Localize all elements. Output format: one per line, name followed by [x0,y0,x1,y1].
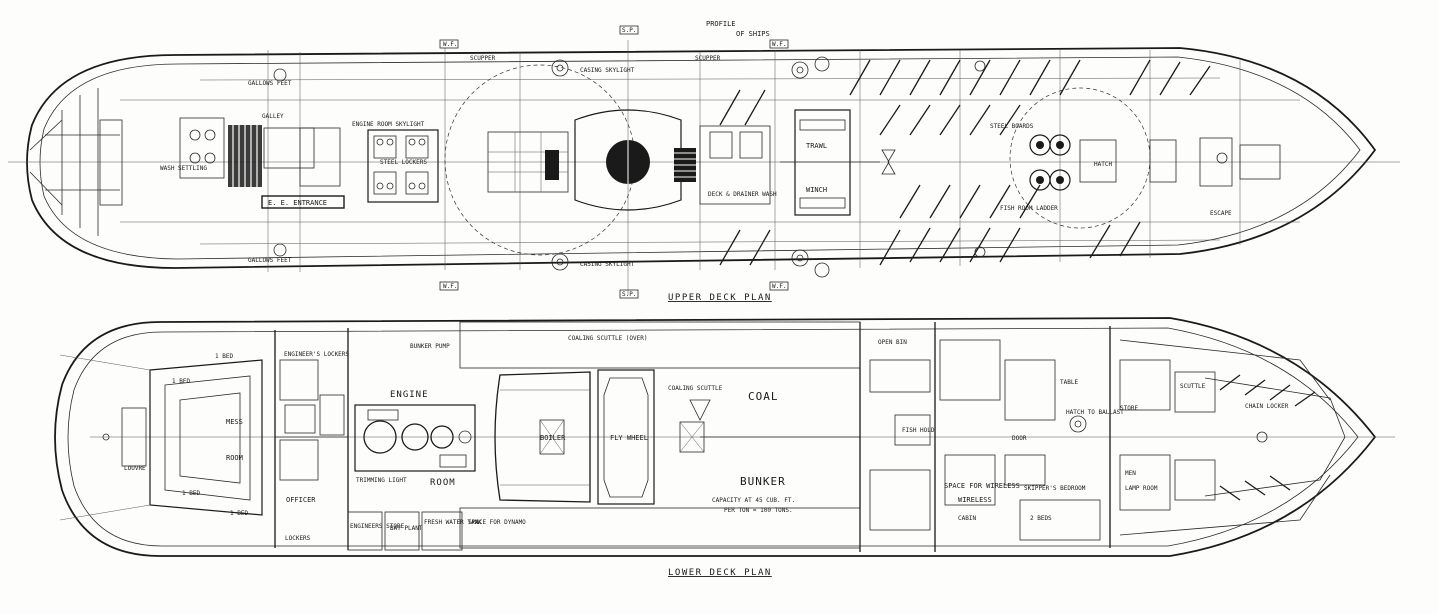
upper-stern-framing [29,88,123,236]
skippers-bedroom-label: SKIPPER'S BEDROOM [1024,485,1086,492]
bay-plant-label: BAY PLANT [390,525,423,532]
space-dynamo-label: SPACE FOR DYNAMO [468,519,526,526]
steel-lockers-label: STEEL LOCKERS [380,159,427,166]
galley-label: GALLEY [262,113,284,120]
coal-label: COAL [748,390,779,403]
bunker-label: BUNKER [740,475,786,488]
lamp-room-label: LAMP ROOM [1125,485,1158,492]
upper-bulwark [39,56,1361,260]
gallows-label: GALLOWS FEET [248,80,292,87]
stern-post [102,433,110,441]
mess-label: MESS [226,418,243,426]
men-label: MEN [1125,470,1136,477]
forward-compartments [869,339,1346,541]
upper-longitudinals [120,77,1300,245]
wf-marker-4: W.F. [772,283,786,290]
gallows-label-2: GALLOWS FEET [248,257,292,264]
berth-label-3: 1 BED [182,490,200,497]
wash-settling-label: WASH SETTLING [160,165,207,172]
door-label: DOOR [1012,435,1027,442]
wf-marker-3: W.F. [443,283,457,290]
steel-boards-label: STEEL BOARDS [990,123,1034,130]
bed-label: 2 BEDS [1030,515,1052,522]
berth-label-2: 1 BED [215,353,233,360]
space-for-wireless-label: SPACE FOR WIRELESS [944,482,1020,490]
capacity-label-a: CAPACITY AT 45 CUB. FT. [712,497,795,504]
cabin-label: CABIN [958,515,976,522]
engine-room-label: ROOM [430,478,456,488]
wireless-label: WIRELESS [958,496,992,504]
lockers-label: LOCKERS [285,535,311,542]
escape-label: ESCAPE [1210,210,1232,217]
scupper-label: SCUPPER [470,55,496,62]
galley-area [179,117,341,187]
profile-label: PROFILE [706,20,736,28]
upper-markers: W.F. S.P. W.F. W.F. S.P. W.F. [439,25,789,299]
casing-skylight-label-2: CASING SKYLIGHT [580,261,635,268]
header: PROFILE OF SHIPS [706,20,770,38]
fish-hold-label: FISH HOLD [902,427,935,434]
hatch-label: HATCH [1094,161,1112,168]
windlass [1029,134,1281,191]
sp-marker-1: S.P. [622,27,636,34]
casing-skylight-label: CASING SKYLIGHT [580,67,635,74]
lower-inner-skin [67,327,1359,547]
table-label: TABLE [1060,379,1078,386]
ee-entrance-box [261,195,345,209]
sp-marker-2: S.P. [622,291,636,298]
deck-drains-label: DECK & DRAINER WASH [708,191,777,198]
berth-label-1: 1 BED [172,378,190,385]
lower-hull-outline [54,317,1377,557]
engine [354,404,476,472]
ee-entrance-label: E. E. ENTRANCE [268,199,327,207]
officer-cabins [275,359,348,481]
funnel-casing [487,109,696,211]
after-mess [59,354,263,521]
engineers-lockers-label: ENGINEER'S LOCKERS [284,351,349,358]
lower-deck-plan: 1 BED 1 BED 1 BED 1 BED LOUVRE MESS ROOM… [54,317,1395,578]
flywheel-label: FLY WHEEL [610,434,648,442]
boiler [494,369,705,505]
coaling-scuttle-label: COALING SCUTTLE (OVER) [568,335,647,342]
forward-store-hatching [1219,374,1316,501]
scuttle-label: SCUTTLE [1180,383,1206,390]
wf-marker-1: W.F. [443,41,457,48]
scupper-label-2: SCUPPER [695,55,721,62]
deck-hatching [719,59,1211,266]
chain-locker-label: CHAIN LOCKER [1245,403,1289,410]
winch-label: WINCH [806,186,827,194]
fresh-water-label: FRESH WATER TANK [424,519,482,526]
officer-label: OFFICER [286,496,316,504]
capacity-label-b: PER TON = 100 TONS. [724,507,793,514]
engine-room-skylight [367,129,439,203]
engine-label: ENGINE [390,390,429,400]
fish-room-ladder-label: FISH ROOM LADDER [1000,205,1058,212]
coal-bunker [459,321,861,549]
bunker-pump-label: BUNKER PUMP [410,343,450,350]
engineers-store [347,511,463,551]
upper-hull-outline [26,47,1377,269]
upper-deck-title: UPPER DECK PLAN [668,293,772,303]
ships-label: OF SHIPS [736,30,770,38]
trimming-label: TRIMMING LIGHT [356,477,407,484]
louvre-label: LOUVRE [124,465,146,472]
trawl-winch [699,109,896,216]
coaling-scuttle-b-label: COALING SCUTTLE [668,385,723,392]
hatch-to-ballast-label: HATCH TO BALLAST [1066,409,1124,416]
lower-deck-title: LOWER DECK PLAN [668,568,772,578]
open-bin-label: OPEN BIN [878,339,907,346]
upper-fittings [273,56,986,278]
upper-deck-plan: E. E. ENTRANCE GALLEY ENGINE ROOM SKYLIG… [8,25,1400,303]
engineers-store-label: ENGINEERS STORE [350,523,405,530]
berth-label-4: 1 BED [230,510,248,517]
engine-room-skylight-label: ENGINE ROOM SKYLIGHT [352,121,425,128]
trawl-label: TRAWL [806,142,827,150]
wf-marker-2: W.F. [772,41,786,48]
boiler-label: BOILER [540,434,566,442]
room-label: ROOM [226,454,243,462]
store-label: STORE [1120,405,1138,412]
